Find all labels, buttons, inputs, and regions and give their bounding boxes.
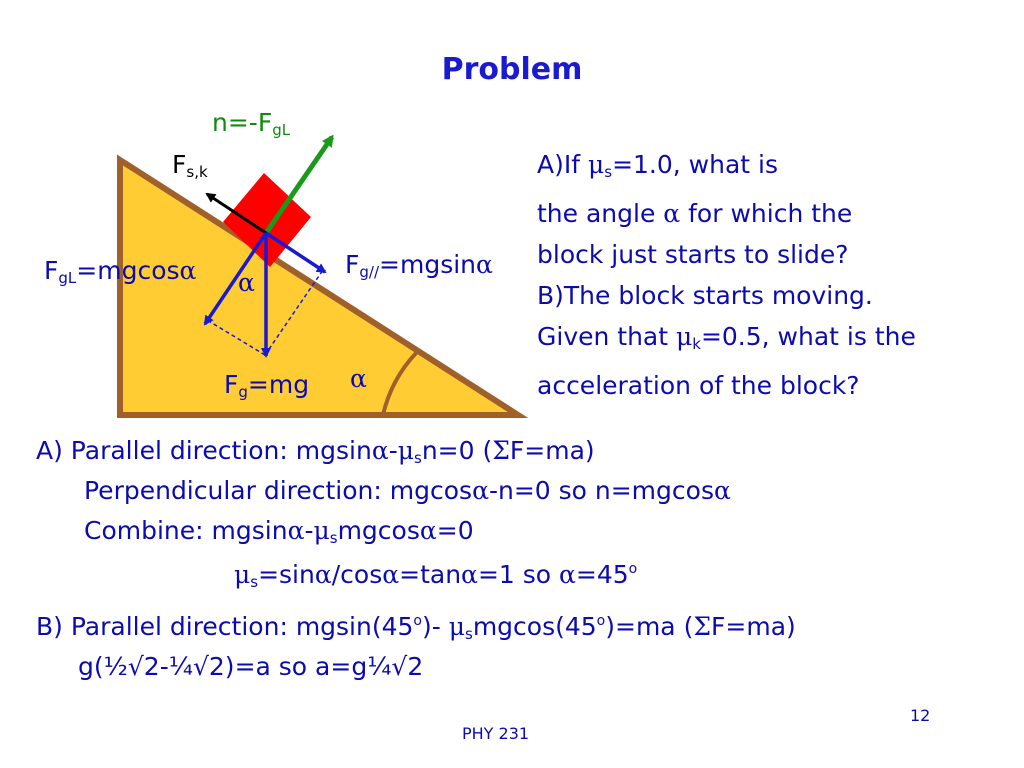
course-footer: PHY 231 <box>462 724 530 743</box>
solution-b-line-1: B) Parallel direction: mgsin(45o)- μsmgc… <box>36 612 796 643</box>
incline-angle-alpha: α <box>350 364 367 393</box>
solution-b-line-2: g(½√2-¼√2)=a so a=g¼√2 <box>78 652 424 681</box>
question-line-1: A)If μs=1.0, what is <box>537 150 778 181</box>
question-line-4: B)The block starts moving. <box>537 281 873 310</box>
question-line-3: block just starts to slide? <box>537 240 849 269</box>
normal-force-label: n=-FgL <box>212 108 291 139</box>
question-line-6: acceleration of the block? <box>537 371 860 400</box>
solution-a-line-2: Perpendicular direction: mgcosα-n=0 so n… <box>84 476 731 505</box>
friction-arrow <box>205 192 267 235</box>
question-line-5: Given that μk=0.5, what is the <box>537 322 916 353</box>
incline-wedge <box>117 154 529 418</box>
dashed-component-parallel <box>264 269 324 356</box>
gravity-label: Fg=mg <box>224 370 310 401</box>
solution-a-line-1: A) Parallel direction: mgsinα-μsn=0 (ΣF=… <box>36 436 595 467</box>
slide-title: Problem <box>441 52 583 87</box>
question-block: A)If μs=1.0, what is the angle α for whi… <box>537 144 916 406</box>
friction-label: Fs,k <box>172 150 208 181</box>
dashed-component-perp <box>206 319 266 356</box>
solution-a-line-4: μs=sinα/cosα=tanα=1 so α=45o <box>234 560 638 591</box>
parallel-component-arrow <box>265 231 327 274</box>
page-number: 12 <box>910 706 931 725</box>
question-line-2: the angle α for which the <box>537 199 853 228</box>
perp-component-arrow <box>203 232 268 326</box>
normal-force-arrow <box>263 134 335 235</box>
parallel-component-label: Fg//=mgsinα <box>345 250 493 281</box>
solution-a-line-3: Combine: mgsinα-μsmgcosα=0 <box>84 516 474 547</box>
block-angle-alpha: α <box>238 268 255 297</box>
angle-arc <box>381 350 419 416</box>
perp-component-label: FgL=mgcosα <box>44 256 197 287</box>
